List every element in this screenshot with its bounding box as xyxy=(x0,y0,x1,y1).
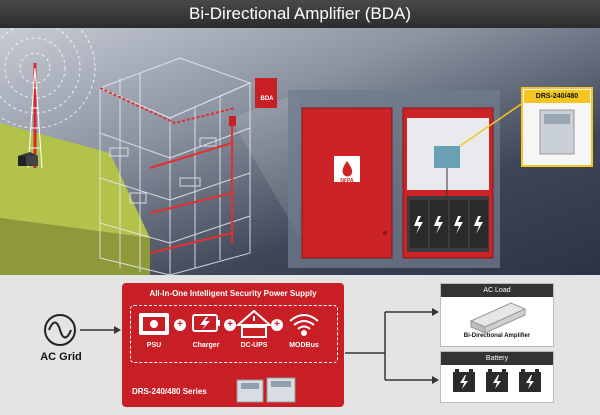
supply-box-title: All-In-One Intelligent Security Power Su… xyxy=(149,289,317,298)
callout-beam xyxy=(236,93,300,238)
ac-load-box: AC Load Bi-Directional Amplifier xyxy=(440,283,554,347)
charger-icon xyxy=(192,314,220,332)
battery-header: Battery xyxy=(441,352,553,365)
drs-callout-label: DRS-240/480 xyxy=(535,93,579,100)
battery-icon xyxy=(453,369,475,392)
drs-series-image xyxy=(236,377,296,403)
plus-sign-3: + xyxy=(274,319,280,330)
flow-connectors xyxy=(44,308,439,384)
ac-grid-label: AC Grid xyxy=(40,351,82,363)
cable-risers xyxy=(99,87,236,254)
plus-icons xyxy=(174,319,283,331)
scene-illustration xyxy=(0,28,593,275)
ac-grid-circle xyxy=(44,314,76,346)
closed-cabinet xyxy=(301,107,393,259)
battery-icon xyxy=(486,369,508,392)
power-flow-diagram: AC Grid All-In-One Intelligent Security … xyxy=(0,275,600,415)
bda-box xyxy=(255,78,277,108)
dc-ups-label: DC-UPS xyxy=(240,342,268,349)
ground-grass xyxy=(0,123,150,238)
ac-sine-icon xyxy=(48,321,72,339)
building-scene: BDA NFPA DRS-240/480 xyxy=(0,28,600,275)
drs-unit xyxy=(434,146,460,168)
drs-callout-line xyxy=(459,97,531,147)
wifi-icon xyxy=(289,314,319,336)
psu-label: PSU xyxy=(146,342,162,349)
building-wireframe xyxy=(98,57,252,275)
antenna-tower-icon xyxy=(27,63,43,169)
battery-slots xyxy=(410,200,488,248)
battery-icon xyxy=(519,369,541,392)
dc-ups-icon xyxy=(235,309,273,338)
bda-unit-small xyxy=(229,116,236,126)
security-power-supply-box: All-In-One Intelligent Security Power Su… xyxy=(122,283,344,407)
nfpa-label: NFPA xyxy=(340,178,354,184)
feature-group xyxy=(130,305,338,363)
signal-waves-icon xyxy=(0,28,96,129)
plus-sign-1: + xyxy=(177,319,183,330)
psu-icon xyxy=(139,313,169,335)
ac-load-header: AC Load xyxy=(441,284,553,297)
page-title: Bi-Directional Amplifier (BDA) xyxy=(0,0,600,28)
bda-device-icon xyxy=(469,302,527,333)
series-label: DRS-240/480 Series xyxy=(132,387,207,396)
flame-icon xyxy=(342,161,353,177)
plus-sign-2: + xyxy=(227,319,233,330)
bda-device-label: Bi-Directional Amplifier xyxy=(463,333,531,339)
bda-tag: BDA xyxy=(260,96,274,102)
modbus-label: MODBus xyxy=(289,342,319,349)
feature-icons xyxy=(139,309,319,403)
battery-icons xyxy=(453,369,541,392)
charger-label: Charger xyxy=(192,342,220,349)
battery-box: Battery xyxy=(440,351,554,403)
